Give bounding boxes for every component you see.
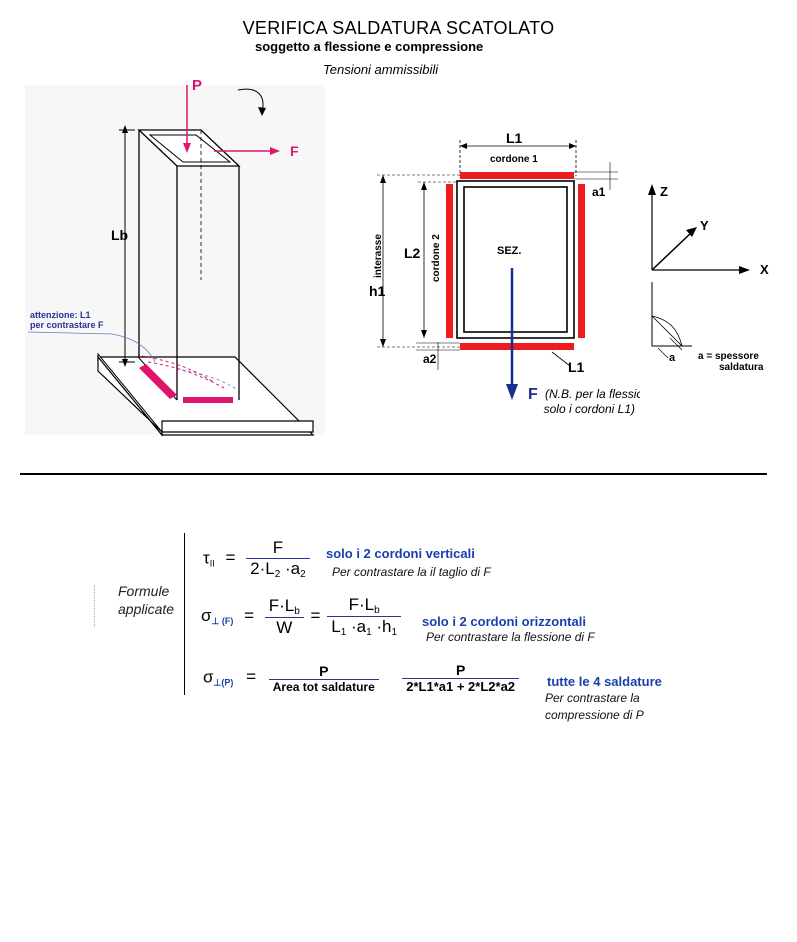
label-a1: a1 [592, 185, 606, 199]
label-cordone2: cordone 2 [431, 234, 442, 282]
weld-left [139, 364, 177, 399]
label-section-f: F [528, 386, 538, 403]
spessore-line1: a = spessore [698, 351, 759, 362]
arrow-head-p-icon [183, 143, 191, 153]
arrow-head-f-icon [270, 147, 280, 155]
label-l1-top: L1 [506, 130, 523, 146]
label-z: Z [660, 184, 668, 199]
warning-line2: per contrastare F [30, 320, 104, 330]
column-hollow [148, 134, 232, 163]
formule-label: Formule applicate [118, 583, 175, 617]
weld-projection-2 [147, 361, 225, 389]
formula3-note-line2: compressione di P [545, 708, 644, 722]
page-title: VERIFICA SALDATURA SCATOLATO [242, 18, 555, 38]
label-lb: Lb [111, 227, 128, 243]
section-figure: L1 cordone 1 cordone 2 L2 interasse h1 a… [369, 130, 640, 416]
label-a2: a2 [423, 352, 437, 366]
label-interasse: interasse [373, 234, 384, 278]
weld-cordone2-right [578, 184, 585, 338]
warning-leader [27, 331, 156, 363]
spessore-line2: saldatura [719, 362, 764, 373]
formula2-note: Per contrastare la flessione di F [426, 630, 595, 644]
formula3-note-line1: Per contrastare la [545, 691, 640, 705]
base-plate-front [161, 420, 314, 433]
label-h1: h1 [369, 283, 386, 299]
tension-label: Tensioni ammissibili [323, 62, 439, 77]
page-subtitle: soggetto a flessione e compressione [255, 39, 484, 54]
formule-dots [94, 585, 96, 627]
formula3-desc: tutte le 4 saldature [547, 674, 662, 689]
weld-projection-3 [181, 369, 239, 391]
label-y: Y [700, 218, 709, 233]
axes-figure: Z X Y a a = spessore saldatura [648, 184, 769, 373]
label-f: F [290, 143, 299, 159]
formula-sigma-f: σ⊥ (F) = F·Lb W = F·Lb L1 ·a1 ·h1 [201, 595, 402, 638]
y-axis [651, 231, 693, 271]
label-x: X [760, 262, 769, 277]
warning-line1: attenzione: L1 [30, 310, 91, 320]
label-a: a [669, 352, 676, 364]
section-arrow-head-icon [506, 384, 518, 400]
label-l1-bottom: L1 [568, 359, 585, 375]
label-sez: SEZ. [497, 245, 521, 257]
label-cordone1: cordone 1 [490, 154, 538, 165]
section-divider [20, 473, 767, 475]
column-3d-figure: Lb P F attenzione: L1 per contrastare F [25, 80, 325, 437]
nb-line2: solo i cordoni L1) [544, 402, 635, 416]
weld-cordone1 [460, 172, 574, 179]
label-p: P [192, 80, 202, 94]
formula-tau: τII = F 2·L2 ·a2 [203, 538, 310, 580]
weld-throat-triangle [651, 315, 683, 347]
weld-projection-1 [141, 355, 215, 383]
formula-sigma-p: σ⊥(P) = P Area tot saldature P 2*L1*a1 +… [203, 662, 520, 694]
section-inner [463, 186, 568, 333]
rotation-arrow-head-icon [258, 107, 266, 116]
formula-separator [184, 533, 185, 695]
nb-line1: (N.B. per la flessione reagiscono [545, 387, 640, 401]
formula2-desc: solo i 2 cordoni orizzontali [422, 614, 586, 629]
weld-front [183, 397, 233, 403]
label-l2: L2 [404, 245, 421, 261]
formula1-note: Per contrastare la il taglio di F [332, 565, 491, 579]
formula1-desc: solo i 2 cordoni verticali [326, 546, 475, 561]
weld-cordone1-bottom [460, 343, 574, 350]
weld-cordone2-left [446, 184, 453, 338]
